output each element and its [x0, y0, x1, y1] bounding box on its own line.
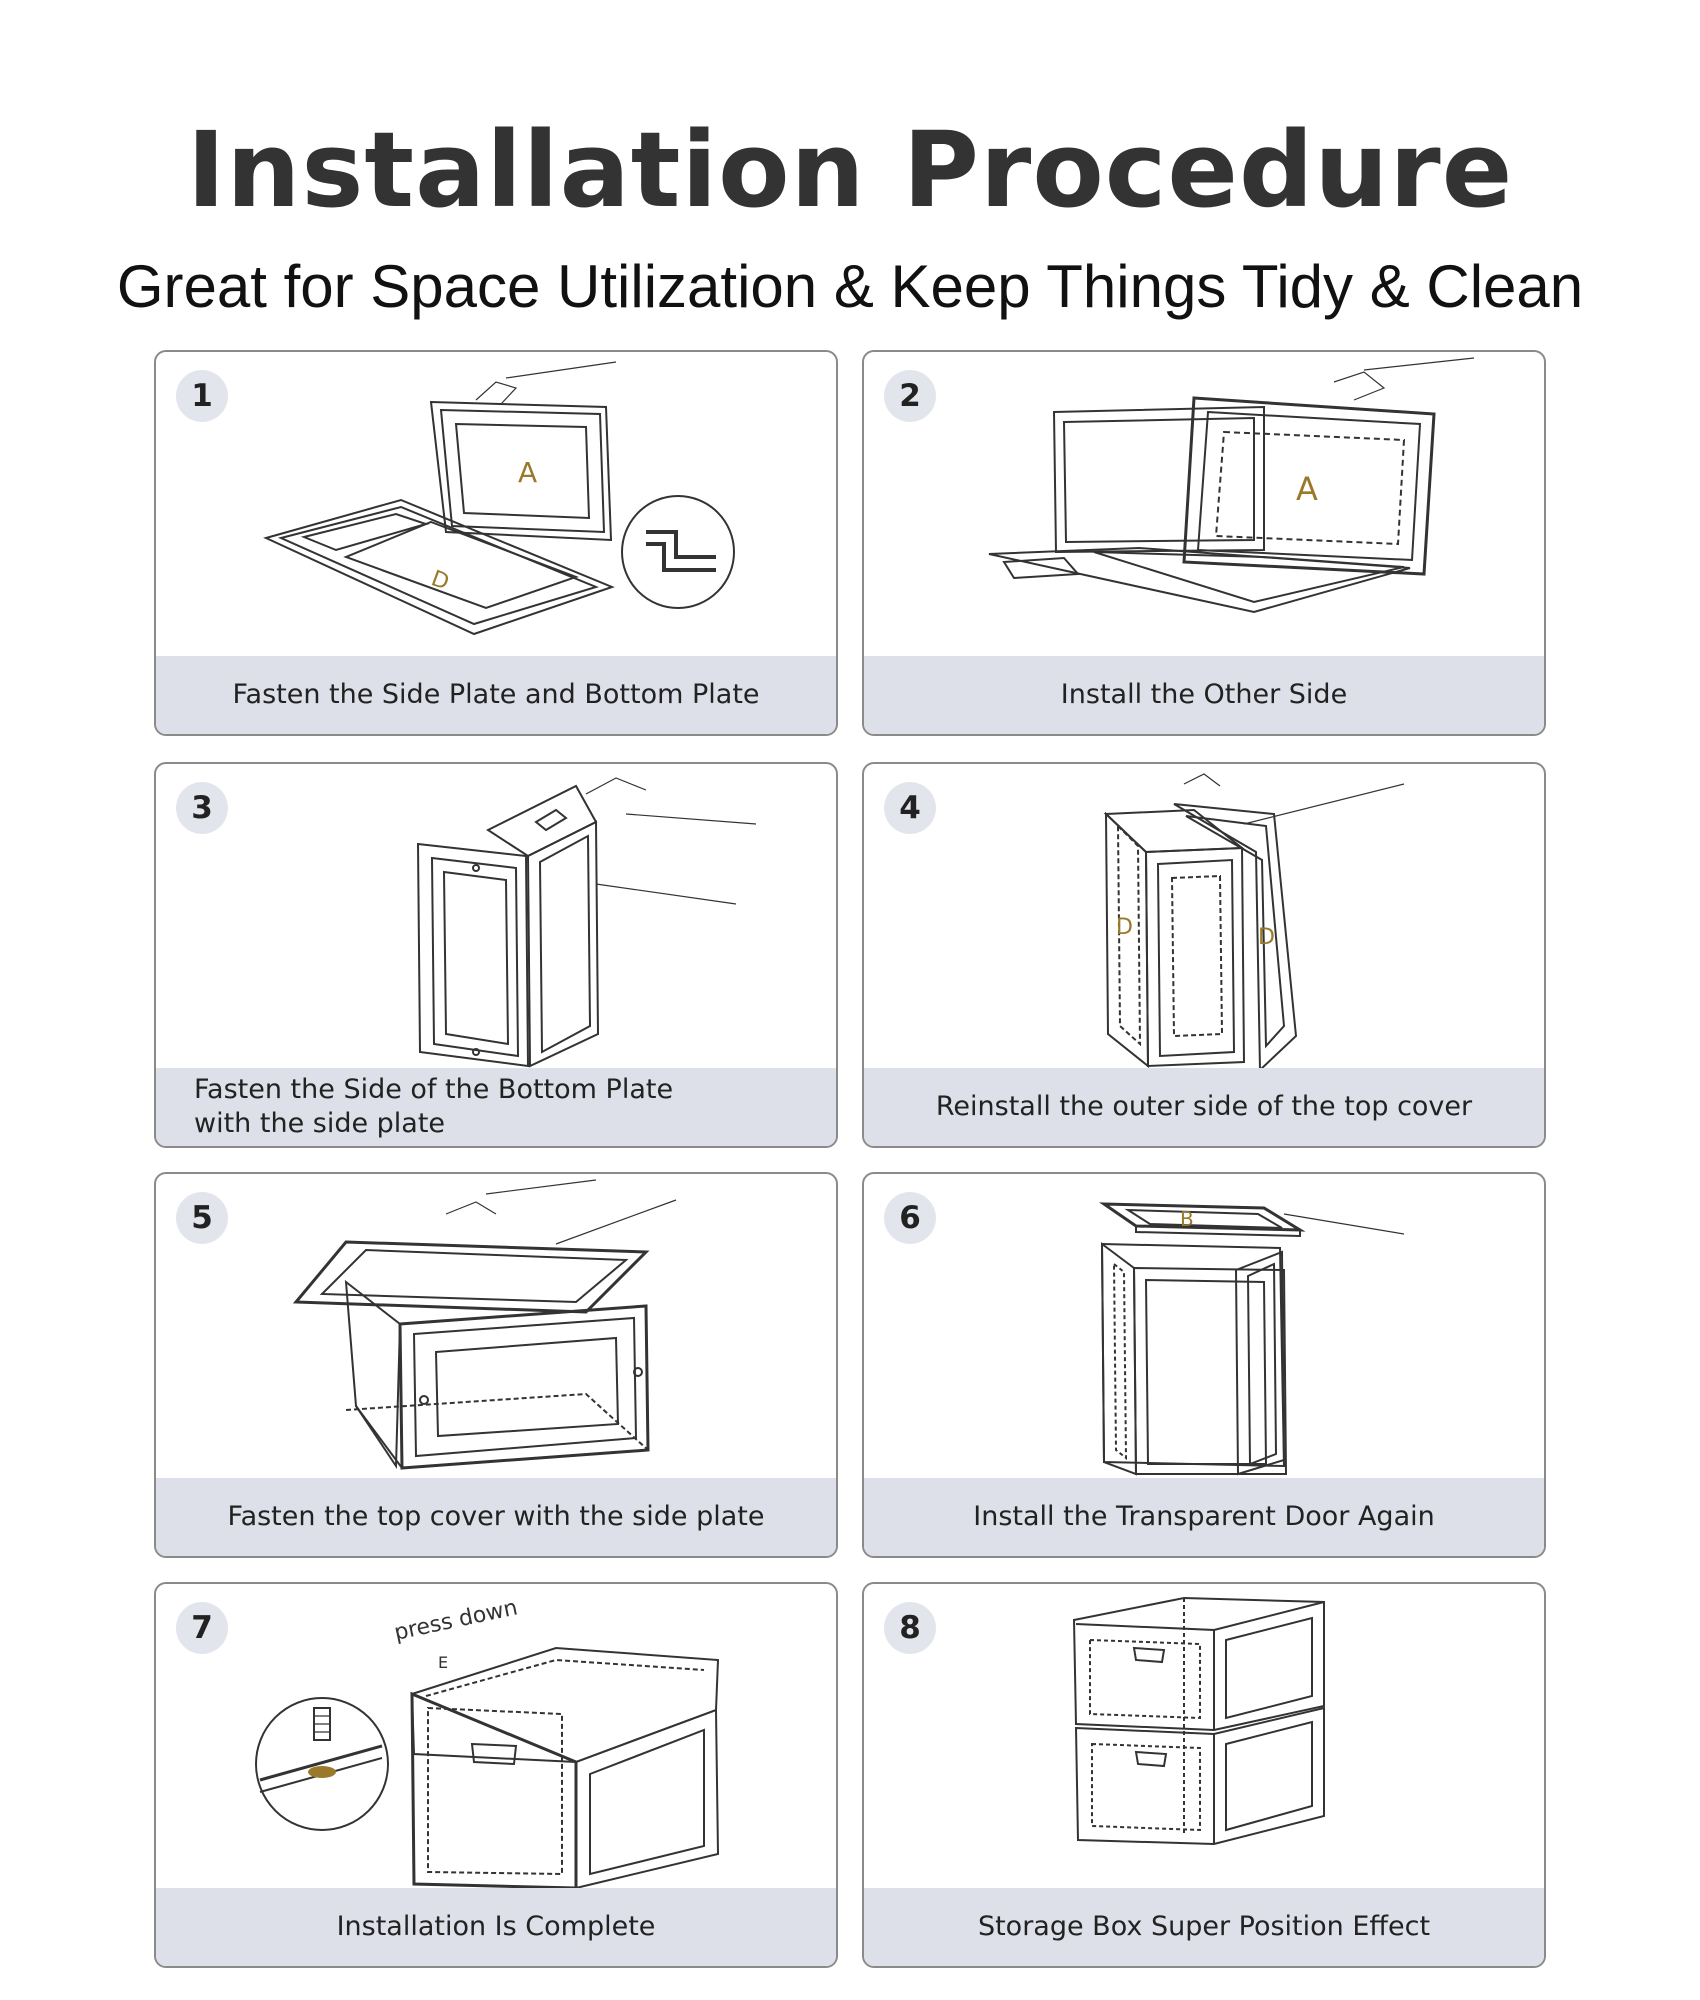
- step-2-panel: A 2 Install the Other Side: [862, 350, 1546, 736]
- step-7-panel: press down E 7 Installation Is Complete: [154, 1582, 838, 1968]
- step-7-caption: Installation Is Complete: [156, 1888, 836, 1966]
- step-7-label-e: E: [438, 1653, 448, 1672]
- step-2-caption: Install the Other Side: [864, 656, 1544, 734]
- step-3-number: 3: [176, 782, 228, 834]
- step-6-number: 6: [884, 1192, 936, 1244]
- step-1-label-a: A: [518, 456, 537, 489]
- step-7-illustration: press down E: [156, 1584, 838, 1892]
- step-7-label-press-down: press down: [392, 1595, 520, 1646]
- step-3-caption-line1: Fasten the Side of the Bottom Plate: [194, 1074, 674, 1105]
- step-8-illustration: [864, 1584, 1546, 1892]
- step-5-caption: Fasten the top cover with the side plate: [156, 1478, 836, 1556]
- step-1-caption: Fasten the Side Plate and Bottom Plate: [156, 656, 836, 734]
- step-8-caption: Storage Box Super Position Effect: [864, 1888, 1544, 1966]
- step-1-label-d: D: [428, 566, 452, 595]
- step-4-caption: Reinstall the outer side of the top cove…: [864, 1068, 1544, 1146]
- step-6-panel: B 6 Install the Transparent Door Again: [862, 1172, 1546, 1558]
- step-2-label-a: A: [1296, 470, 1318, 508]
- step-5-illustration: [156, 1174, 838, 1482]
- step-7-number: 7: [176, 1602, 228, 1654]
- page-subtitle: Great for Space Utilization & Keep Thing…: [116, 253, 1584, 320]
- step-6-caption: Install the Transparent Door Again: [864, 1478, 1544, 1556]
- step-4-label-d-left: D: [1116, 915, 1133, 940]
- step-1-illustration: A D: [156, 352, 838, 660]
- step-2-illustration: A: [864, 352, 1546, 660]
- step-6-illustration: B: [864, 1174, 1546, 1482]
- step-5-panel: 5 Fasten the top cover with the side pla…: [154, 1172, 838, 1558]
- step-4-number: 4: [884, 782, 936, 834]
- step-1-panel: A D 1 Fasten the Side Plate and Bottom P…: [154, 350, 838, 736]
- step-4-label-d-right: D: [1258, 925, 1275, 950]
- step-8-panel: 8 Storage Box Super Position Effect: [862, 1582, 1546, 1968]
- step-1-number: 1: [176, 370, 228, 422]
- step-8-number: 8: [884, 1602, 936, 1654]
- step-6-label-b: B: [1180, 1207, 1194, 1231]
- step-4-illustration: D D: [864, 764, 1546, 1072]
- step-5-number: 5: [176, 1192, 228, 1244]
- step-3-caption: Fasten the Side of the Bottom Plate with…: [156, 1068, 836, 1146]
- page-title: Installation Procedure: [186, 109, 1514, 231]
- step-3-illustration: [156, 764, 838, 1072]
- step-4-panel: D D 4 Reinstall the outer side of the to…: [862, 762, 1546, 1148]
- step-3-panel: 3 Fasten the Side of the Bottom Plate wi…: [154, 762, 838, 1148]
- step-2-number: 2: [884, 370, 936, 422]
- step-3-caption-line2: with the side plate: [194, 1108, 446, 1139]
